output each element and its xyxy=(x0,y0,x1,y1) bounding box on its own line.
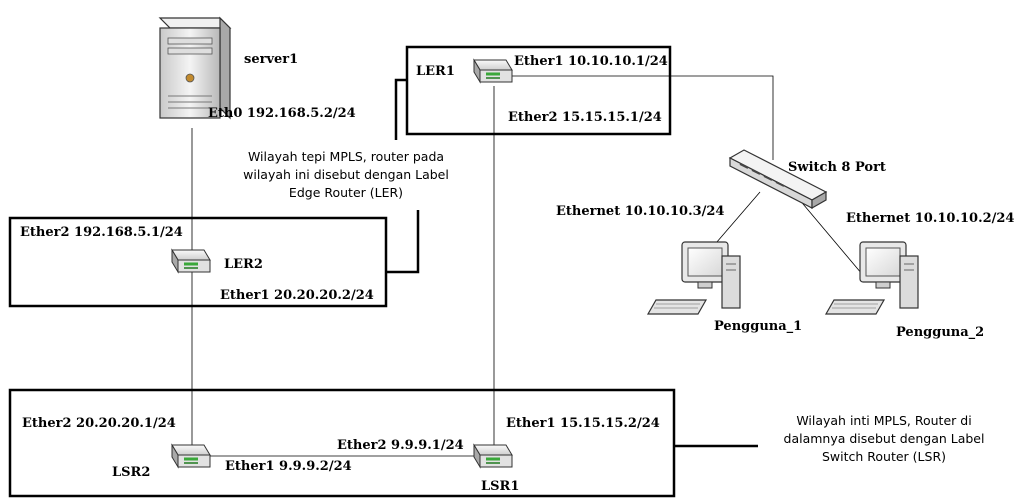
ler2-ether2-label: Ether2 192.168.5.1/24 xyxy=(20,225,183,240)
edge-note-line-1: Wilayah tepi MPLS, router pada xyxy=(247,149,445,164)
ler1-region-box xyxy=(405,45,672,136)
ler1-name-label: LER1 xyxy=(416,64,455,79)
lsr2-router-icon xyxy=(170,443,212,469)
lsr2-ether1-label: Ether1 9.9.9.2/24 xyxy=(225,459,352,474)
link-switch-pengguna2 xyxy=(797,197,863,275)
pengguna1-name-label: Pengguna_1 xyxy=(714,319,803,334)
lsr2-ether2-label: Ether2 20.20.20.1/24 xyxy=(22,416,176,431)
server1-name-label: server1 xyxy=(244,52,299,67)
lsr-core-region-box xyxy=(8,388,676,498)
switch-icon xyxy=(728,149,828,210)
edge-note-line-3: Edge Router (LER) xyxy=(288,185,404,200)
server1-eth0-label: Eth0 192.168.5.2/24 xyxy=(208,106,356,121)
link-switch-pengguna1 xyxy=(709,191,761,251)
lsr2-name-label: LSR2 xyxy=(112,465,151,480)
pengguna2-name-label: Pengguna_2 xyxy=(896,325,985,340)
core-note-line-2: dalamnya disebut dengan Label xyxy=(783,431,985,446)
core-note-line-3: Switch Router (LSR) xyxy=(821,449,947,464)
pengguna2-pc-icon xyxy=(825,241,919,315)
edge-note-bracket xyxy=(394,78,407,140)
core-region-note: Wilayah inti MPLS, Router di dalamnya di… xyxy=(758,412,1010,466)
core-note-line-1: Wilayah inti MPLS, Router di xyxy=(796,413,972,428)
lsr1-ether2-label: Ether2 9.9.9.1/24 xyxy=(337,438,464,453)
ler1-ether2-label: Ether2 15.15.15.1/24 xyxy=(508,110,662,125)
edge-region-note: Wilayah tepi MPLS, router pada wilayah i… xyxy=(216,148,476,202)
server-tower-icon xyxy=(158,16,232,120)
link-ler1-switch xyxy=(512,75,774,160)
ler2-ether1-label: Ether1 20.20.20.2/24 xyxy=(220,288,374,303)
pengguna2-ethernet-label: Ethernet 10.10.10.2/24 xyxy=(846,211,1015,226)
ler2-router-icon xyxy=(170,248,212,274)
switch-name-label: Switch 8 Port xyxy=(788,160,886,175)
lsr1-ether1-label: Ether1 15.15.15.2/24 xyxy=(506,416,660,431)
edge-note-connector xyxy=(386,210,420,274)
pengguna1-pc-icon xyxy=(647,241,741,315)
ler2-name-label: LER2 xyxy=(224,257,263,272)
ler2-region-box xyxy=(8,216,388,308)
ler1-ether1-label: Ether1 10.10.10.1/24 xyxy=(514,54,668,69)
edge-note-line-2: wilayah ini disebut dengan Label xyxy=(243,167,449,182)
ler1-router-icon xyxy=(472,58,514,84)
lsr1-router-icon xyxy=(472,443,514,469)
lsr1-name-label: LSR1 xyxy=(481,479,520,494)
pengguna1-ethernet-label: Ethernet 10.10.10.3/24 xyxy=(556,204,725,219)
